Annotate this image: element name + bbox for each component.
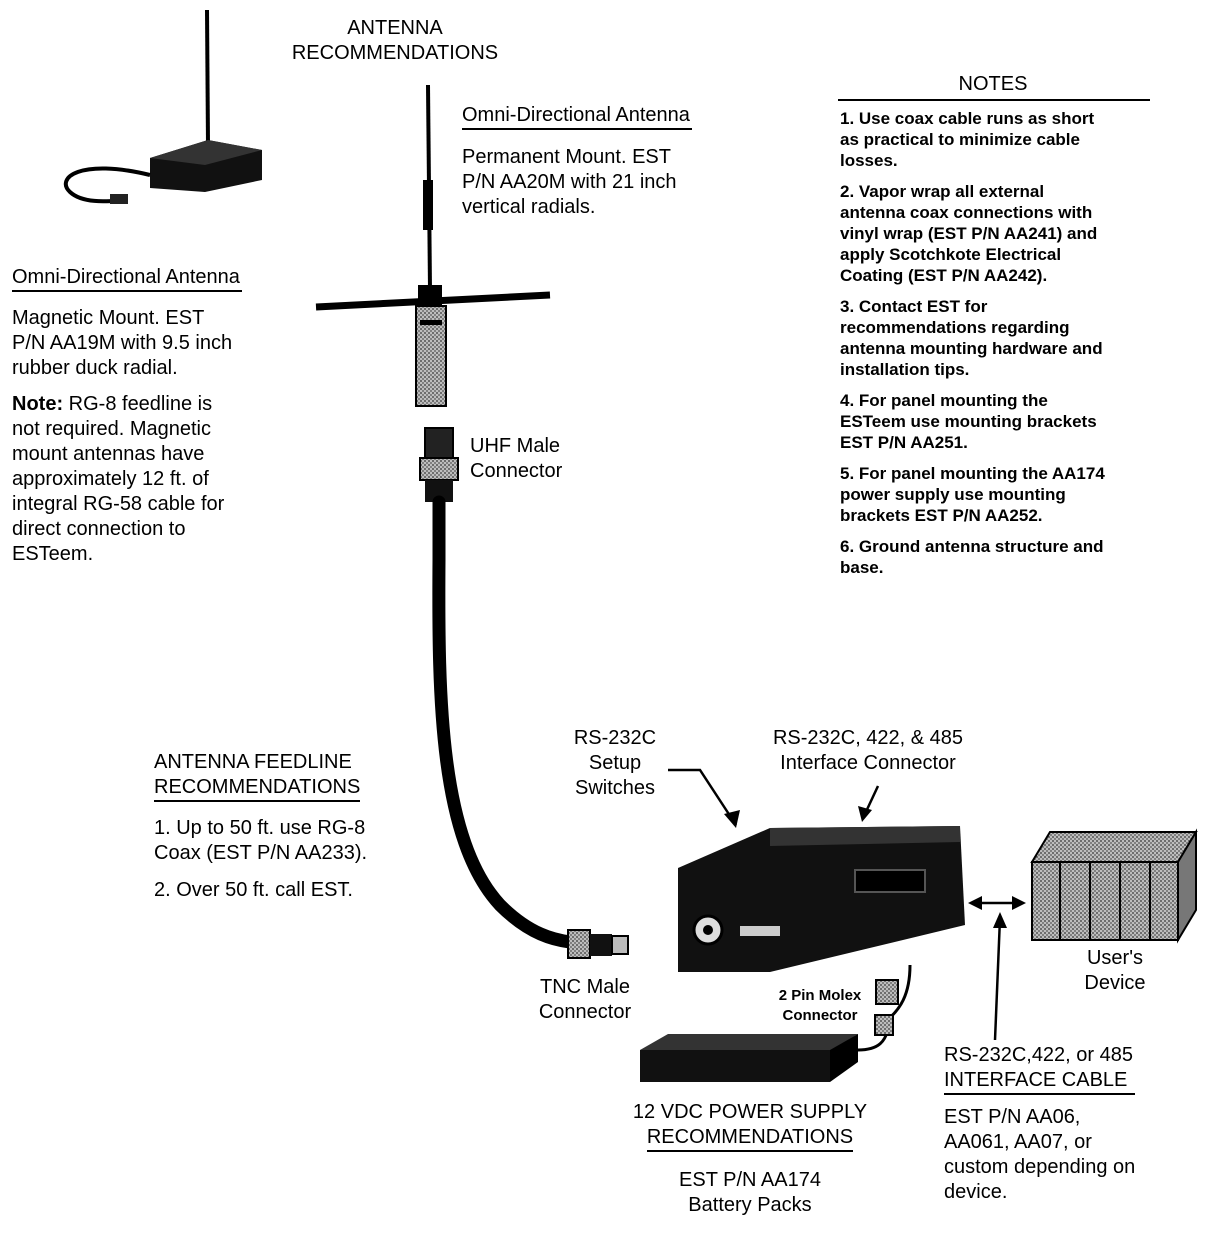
magnetic-antenna-line: Magnetic Mount. EST <box>12 307 205 329</box>
permanent-antenna-line: P/N AA20M with 21 inch <box>462 171 677 193</box>
magnetic-mount-antenna-icon <box>63 9 262 204</box>
feedline-block: ANTENNA FEEDLINE RECOMMENDATIONS 1. Up t… <box>154 750 367 903</box>
power-supply-heading: RECOMMENDATIONS <box>646 1125 854 1152</box>
permanent-antenna-block: Omni-Directional Antenna Permanent Mount… <box>462 103 692 220</box>
setup-switches-label: RS-232C Setup Switches <box>573 727 657 799</box>
esteem-modem-icon <box>678 826 965 1024</box>
feedline-item: 1. Up to 50 ft. use RG-8 <box>154 817 366 839</box>
power-supply-heading: 12 VDC POWER SUPPLY <box>632 1101 868 1123</box>
power-supply-line: Battery Packs <box>688 1194 812 1216</box>
note-label: Note: <box>12 393 64 415</box>
antenna-recommendations-title: ANTENNA RECOMMENDATIONS <box>270 16 520 66</box>
feedline-heading: RECOMMENDATIONS <box>154 775 361 802</box>
interface-connector-label: RS-232C, 422, & 485 Interface Connector <box>772 727 964 774</box>
molex-connector-label: 2 Pin Molex Connector <box>778 987 862 1024</box>
magnetic-note-line: ESTeem. <box>12 543 94 565</box>
users-device-label: User's Device <box>1084 947 1146 994</box>
magnetic-antenna-heading: Omni-Directional Antenna <box>12 265 242 292</box>
power-supply-line: EST P/N AA174 <box>679 1169 821 1191</box>
interface-cable-block: RS-232C,422, or 485 INTERFACE CABLE EST … <box>944 1044 1136 1203</box>
notes-rule <box>838 99 1150 101</box>
title-line: RECOMMENDATIONS <box>291 42 499 64</box>
coax-cable-icon <box>419 427 629 959</box>
title-line: ANTENNA <box>347 17 443 39</box>
feedline-heading: ANTENNA FEEDLINE <box>154 751 352 773</box>
arrows <box>668 768 1026 1041</box>
power-supply-block: 12 VDC POWER SUPPLY RECOMMENDATIONS EST … <box>595 1100 905 1218</box>
magnetic-note-line: approximately 12 ft. of <box>12 468 209 490</box>
interface-cable-heading: RS-232C,422, or 485 <box>944 1044 1134 1066</box>
magnetic-note-line: integral RG-58 cable for <box>12 493 225 515</box>
notes-heading: NOTES <box>958 73 1028 95</box>
users-device-icon <box>1030 828 1198 944</box>
permanent-antenna-heading: Omni-Directional Antenna <box>462 103 692 130</box>
magnetic-antenna-line: rubber duck radial. <box>12 357 178 379</box>
interface-cable-heading: INTERFACE CABLE <box>944 1068 1136 1095</box>
note-text: RG-8 feedline is <box>63 393 213 415</box>
tnc-connector-label: TNC Male Connector <box>538 976 632 1023</box>
power-supply-icon <box>640 1014 894 1082</box>
permanent-antenna-line: vertical radials. <box>462 196 596 218</box>
feedline-item: 2. Over 50 ft. call EST. <box>154 879 353 901</box>
uhf-connector-label: UHF Male Connector <box>470 435 563 482</box>
magnetic-antenna-block: Omni-Directional Antenna Magnetic Mount.… <box>12 265 242 567</box>
magnetic-note-line: direct connection to <box>12 518 186 540</box>
permanent-antenna-line: Permanent Mount. EST <box>462 146 671 168</box>
permanent-mount-antenna-icon <box>315 84 551 407</box>
feedline-item: Coax (EST P/N AA233). <box>154 842 368 864</box>
magnetic-note-line: not required. Magnetic <box>12 418 212 440</box>
magnetic-antenna-line: P/N AA19M with 9.5 inch <box>12 332 233 354</box>
magnetic-note-line: mount antennas have <box>12 443 205 465</box>
magnetic-note-first-line: Note: RG-8 feedline is <box>12 392 242 417</box>
